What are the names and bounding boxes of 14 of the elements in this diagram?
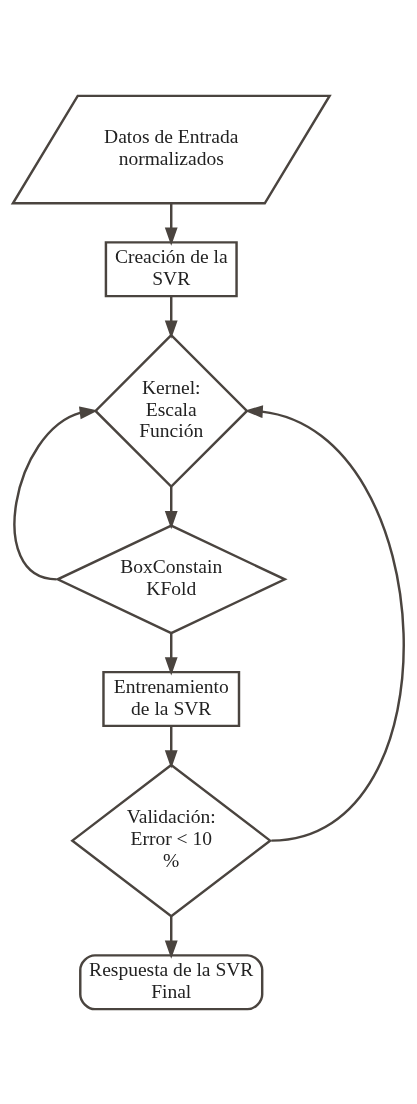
arrow: [164, 295, 178, 339]
node-box: Respuesta de la SVR Final: [79, 953, 264, 1010]
arrow: [164, 486, 178, 529]
node-box: Entrenamiento de la SVR: [102, 670, 241, 727]
arrow: [164, 203, 178, 246]
arrow: [164, 725, 178, 769]
arrow: [13, 405, 98, 581]
node-diamond: Validación: Error < 10 %: [70, 762, 273, 918]
node-diamond: BoxConstain KFold: [54, 523, 288, 634]
node-diamond: Kernel: Escala Función: [93, 332, 249, 488]
arrow: [244, 404, 405, 842]
node-box: Creación de la SVR: [104, 240, 238, 297]
arrow: [164, 915, 178, 959]
arrow: [164, 632, 178, 676]
